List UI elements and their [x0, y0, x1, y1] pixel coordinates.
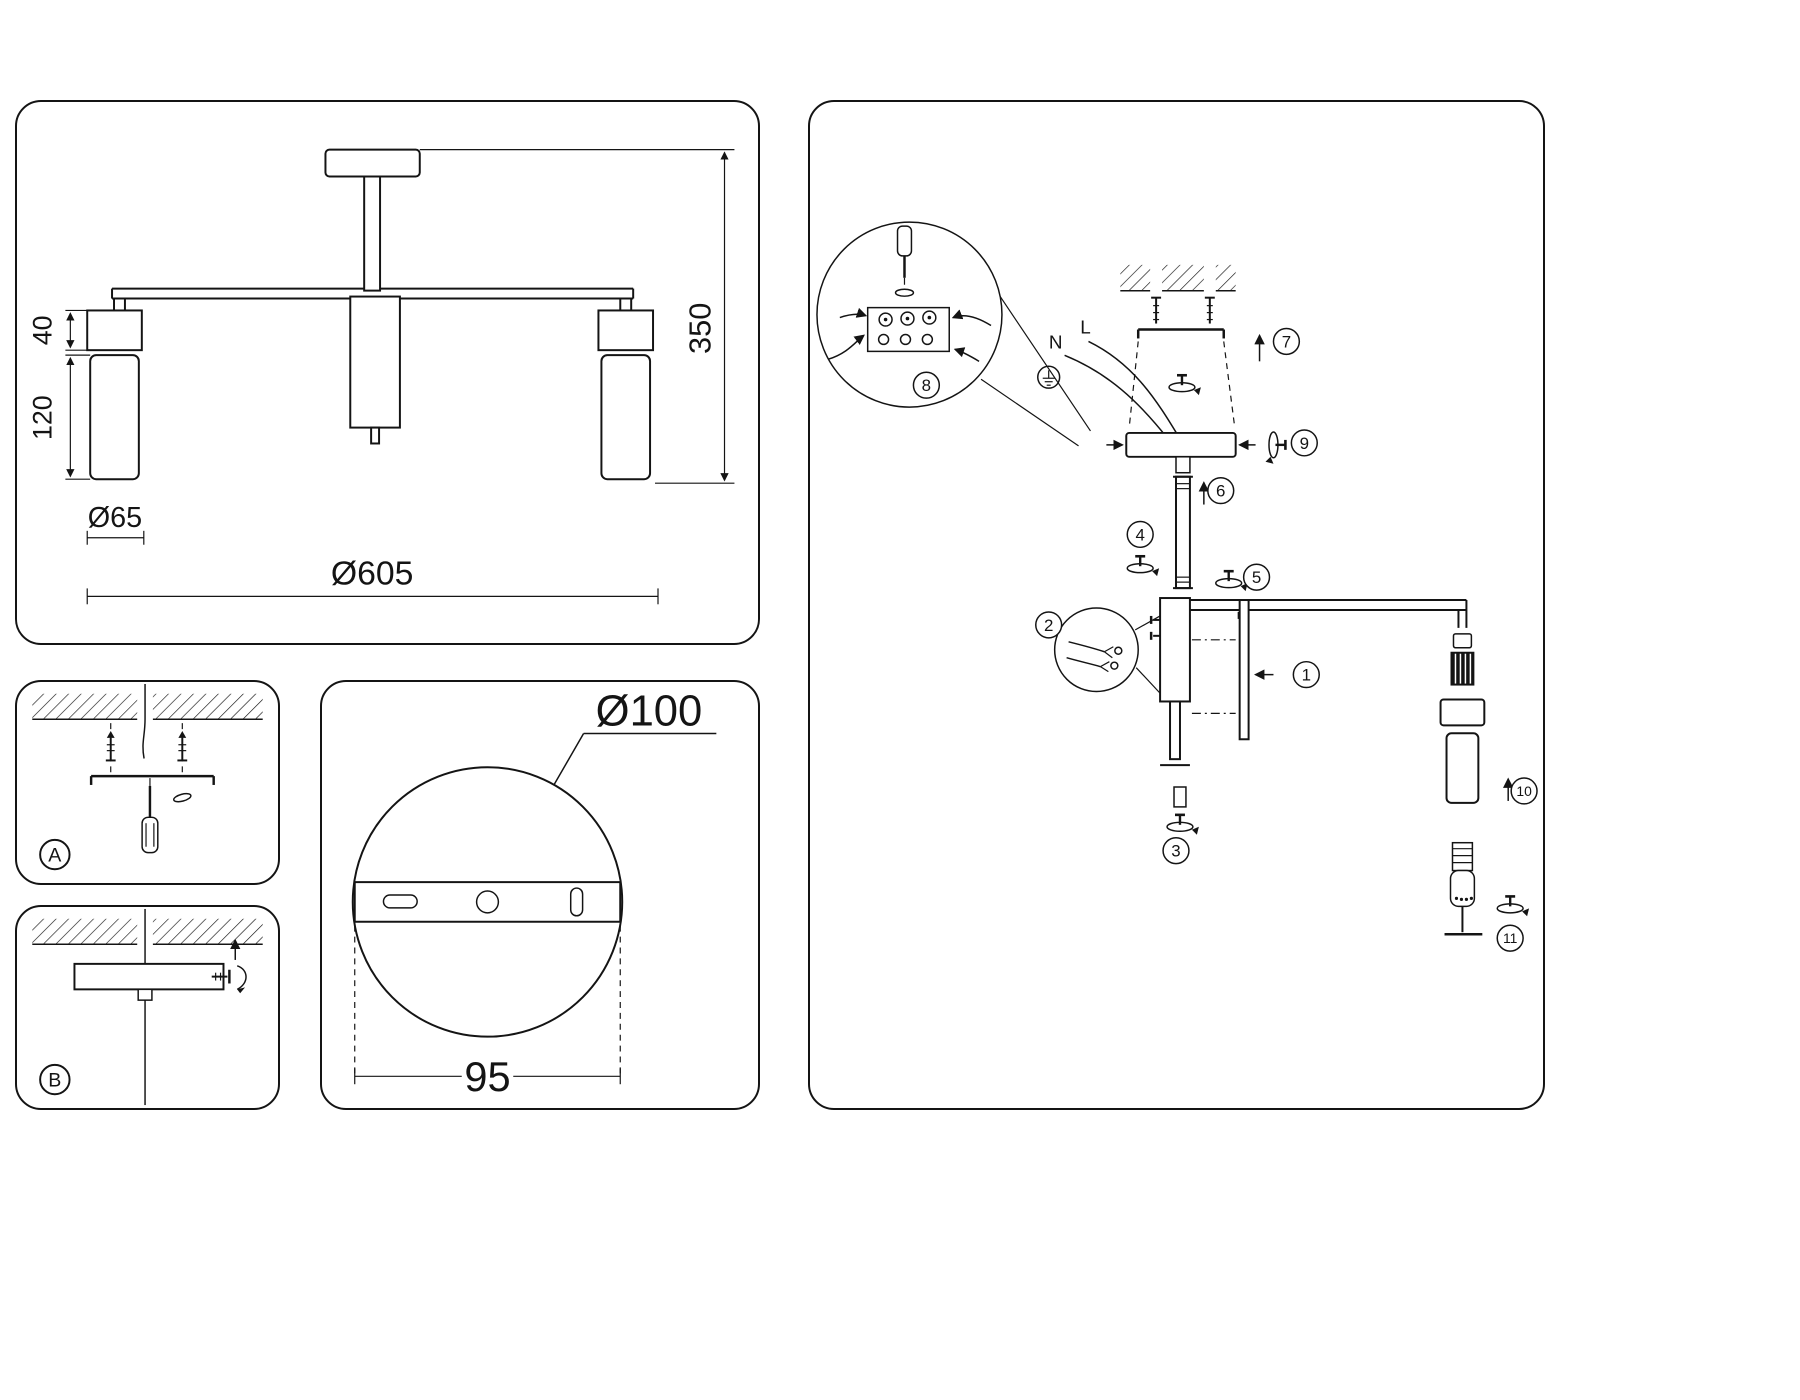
step-9-callout: 9 — [1264, 429, 1318, 466]
rotate-screw-icon — [1264, 430, 1287, 466]
panel-step-a: A — [15, 680, 280, 885]
step-6-callout: 6 — [1198, 476, 1235, 505]
step-a-drawing: A — [32, 683, 263, 871]
step-5-callout: 5 — [1214, 563, 1271, 593]
ground-symbol — [1037, 365, 1061, 389]
dim-fixture-diameter: Ø605 — [86, 554, 659, 605]
rotate-screw-icon — [1214, 569, 1249, 593]
dim-fixture-height: 350 — [419, 149, 735, 484]
supply-wires: N L — [1049, 317, 1181, 440]
rotate-screw-icon — [1495, 895, 1531, 918]
canopy-plate-drawing: Ø100 95 — [351, 688, 717, 1100]
rotate-screw-icon — [1165, 813, 1201, 837]
mounting-bar — [353, 881, 622, 923]
terminal-block — [866, 306, 950, 353]
step-6-number: 6 — [1216, 482, 1225, 501]
panel-dimension-drawing: 40 120 Ø65 Ø605 — [15, 100, 760, 645]
dim-hole-spacing: 95 — [354, 925, 621, 1100]
drill-guide-lines — [110, 723, 183, 773]
wire-neutral-label: N — [1049, 332, 1063, 353]
wire-line-label: L — [1080, 317, 1091, 338]
anchor-washer-icon — [173, 792, 192, 803]
step-1-callout: 1 — [1254, 660, 1320, 689]
fixture-center-body — [349, 295, 401, 445]
ceiling-screws — [1151, 296, 1215, 324]
step-3-callout: 3 — [1162, 786, 1201, 865]
screw-icon — [105, 731, 116, 762]
step-5-number: 5 — [1252, 568, 1261, 587]
step-4-callout: 4 — [1125, 520, 1161, 578]
dim-shade-height: 120 — [27, 354, 91, 480]
step-2-number: 2 — [1044, 616, 1053, 635]
panel-canopy-plate: Ø100 95 — [320, 680, 760, 1110]
step-3-number: 3 — [1171, 842, 1180, 861]
dim-95-label: 95 — [464, 1053, 510, 1100]
ceiling-hatch — [32, 918, 263, 945]
step-8-number: 8 — [922, 376, 931, 395]
step-10-callout: 10 — [1502, 777, 1538, 805]
step-7-number: 7 — [1282, 332, 1291, 351]
terminal-detail-circle — [816, 221, 1091, 447]
fixture-arm — [1189, 599, 1468, 628]
lamp-shade — [1445, 732, 1480, 804]
assembly-drawing: 7 N L — [816, 221, 1538, 952]
screwdriver-icon — [894, 225, 915, 297]
step-2-callout: 2 — [1035, 611, 1063, 639]
lamp-ring — [1439, 698, 1486, 727]
dim-350-label: 350 — [683, 303, 718, 354]
dim-65-label: Ø65 — [88, 502, 142, 534]
rotate-screw-icon — [1167, 373, 1203, 397]
lamp-bulb — [1444, 841, 1483, 936]
step-11-callout: 11 — [1495, 895, 1531, 952]
ceiling-hatch — [1120, 264, 1236, 292]
stem-pipe — [1173, 475, 1193, 590]
screwdriver-icon — [141, 778, 159, 854]
step-a-badge: A — [39, 838, 71, 871]
mounting-plate — [73, 962, 225, 1001]
step-a-label: A — [48, 844, 62, 866]
canopy — [1106, 431, 1256, 474]
step-9-number: 9 — [1300, 434, 1309, 453]
side-screw-rotate-icon — [211, 965, 247, 994]
left-lamp — [86, 309, 143, 481]
step-10-number: 10 — [1516, 783, 1532, 799]
ceiling-hatch — [32, 693, 263, 720]
fixture-stem — [363, 175, 382, 292]
panel-assembly-steps: 7 N L — [808, 100, 1545, 1110]
step-8-callout: 8 — [912, 371, 941, 399]
panel-step-b: B — [15, 905, 280, 1110]
step-b-badge: B — [39, 1063, 71, 1096]
step-b-label: B — [48, 1069, 61, 1091]
terminal-wires — [827, 307, 992, 362]
mounting-bracket — [1128, 328, 1236, 428]
supply-wire — [142, 683, 146, 759]
dim-canopy-diameter: Ø100 — [553, 688, 717, 786]
dim-shade-diameter: Ø65 — [86, 502, 145, 545]
strap-plate — [1191, 599, 1250, 741]
dim-120-label: 120 — [27, 395, 57, 440]
center-body — [1149, 597, 1191, 767]
step-7-callout: 7 — [1254, 327, 1301, 362]
dim-100-label: Ø100 — [596, 688, 703, 736]
step-4-number: 4 — [1135, 525, 1144, 544]
fixture-canopy — [324, 148, 421, 178]
dim-40-label: 40 — [27, 315, 57, 345]
step-11-number: 11 — [1503, 930, 1518, 946]
wiring-detail-circle — [1053, 607, 1165, 698]
rotate-screw-icon — [1125, 554, 1161, 578]
lamp-socket — [1450, 633, 1475, 686]
dim-605-label: Ø605 — [331, 554, 414, 592]
front-view-drawing: 40 120 Ø65 Ø605 — [27, 148, 735, 605]
step-b-drawing: B — [32, 908, 263, 1106]
mounting-bracket — [89, 774, 215, 785]
screw-icon — [177, 731, 188, 762]
step-1-number: 1 — [1302, 666, 1311, 685]
dim-mount-height: 40 — [27, 309, 88, 351]
right-lamp — [597, 309, 655, 481]
